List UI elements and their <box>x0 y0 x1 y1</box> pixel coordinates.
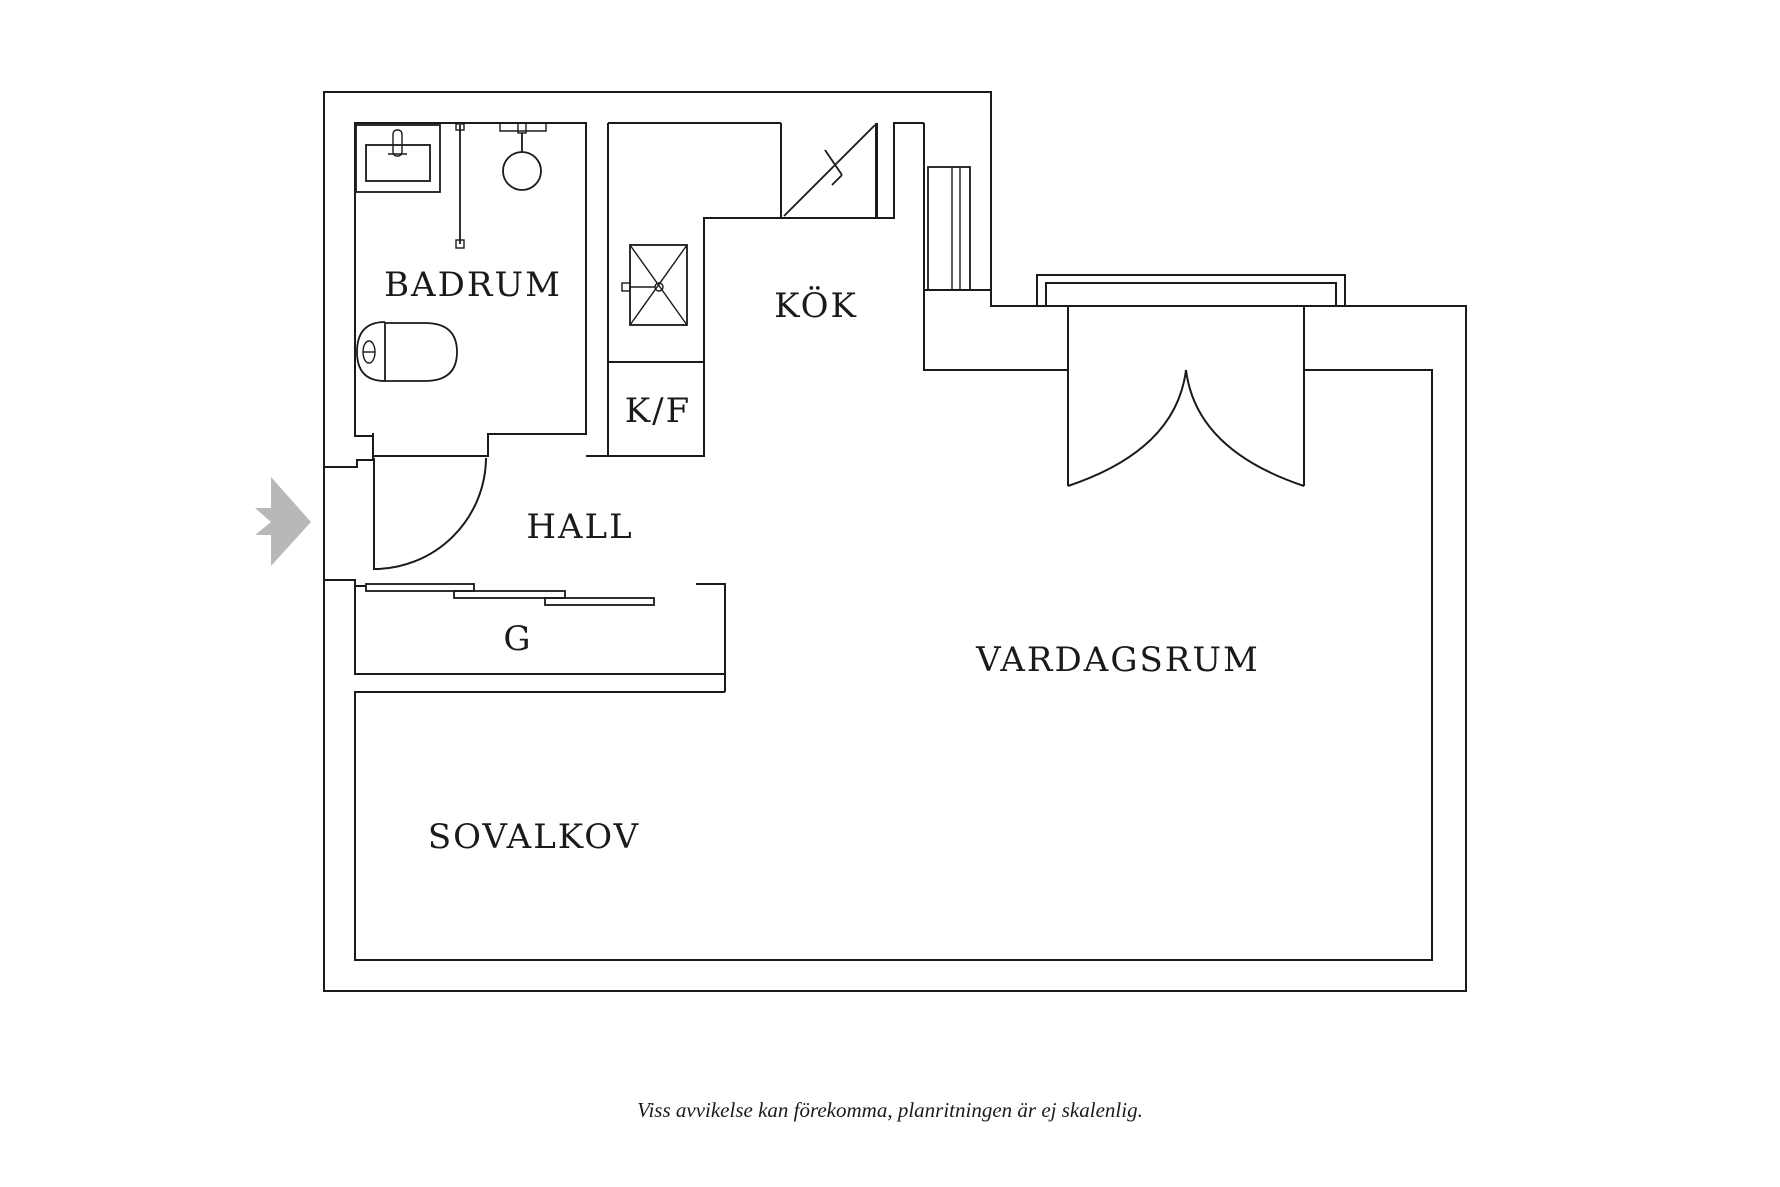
room-label-hall: HALL <box>526 507 633 547</box>
room-label-kok: KÖK <box>774 285 858 326</box>
wardrobe-walls <box>354 583 726 692</box>
balcony-door-frame <box>354 306 1433 961</box>
dishwasher-icon <box>783 124 876 217</box>
balcony-door-leaves <box>1067 369 1305 487</box>
room-label-kf: K/F <box>625 391 691 431</box>
disclaimer-text: Viss avvikelse kan förekomma, planritnin… <box>637 1098 1143 1122</box>
toilet-icon <box>356 321 458 382</box>
balcony-bay <box>1036 274 1346 306</box>
wardrobe-sliding-doors <box>365 583 655 606</box>
entrance-arrow-icon <box>255 477 311 566</box>
kitchen-right-wall <box>923 123 1068 371</box>
shower-icon <box>455 122 547 249</box>
kitchen-window <box>927 166 971 291</box>
hall-kitchen-wall <box>586 123 609 457</box>
room-label-vardagsrum: VARDAGSRUM <box>975 640 1260 680</box>
bathroom-walls <box>354 122 587 457</box>
kitchen-counter <box>608 122 924 457</box>
room-label-sovalkov: SOVALKOV <box>428 817 640 857</box>
stove-icon <box>621 244 688 326</box>
bathroom-door-arc <box>373 457 487 571</box>
entrance-door-jambs <box>324 433 374 587</box>
sink-icon <box>355 124 441 193</box>
room-label-badrum: BADRUM <box>384 265 562 305</box>
room-label-g: G <box>503 619 532 659</box>
outer-wall-outline <box>323 91 1467 992</box>
